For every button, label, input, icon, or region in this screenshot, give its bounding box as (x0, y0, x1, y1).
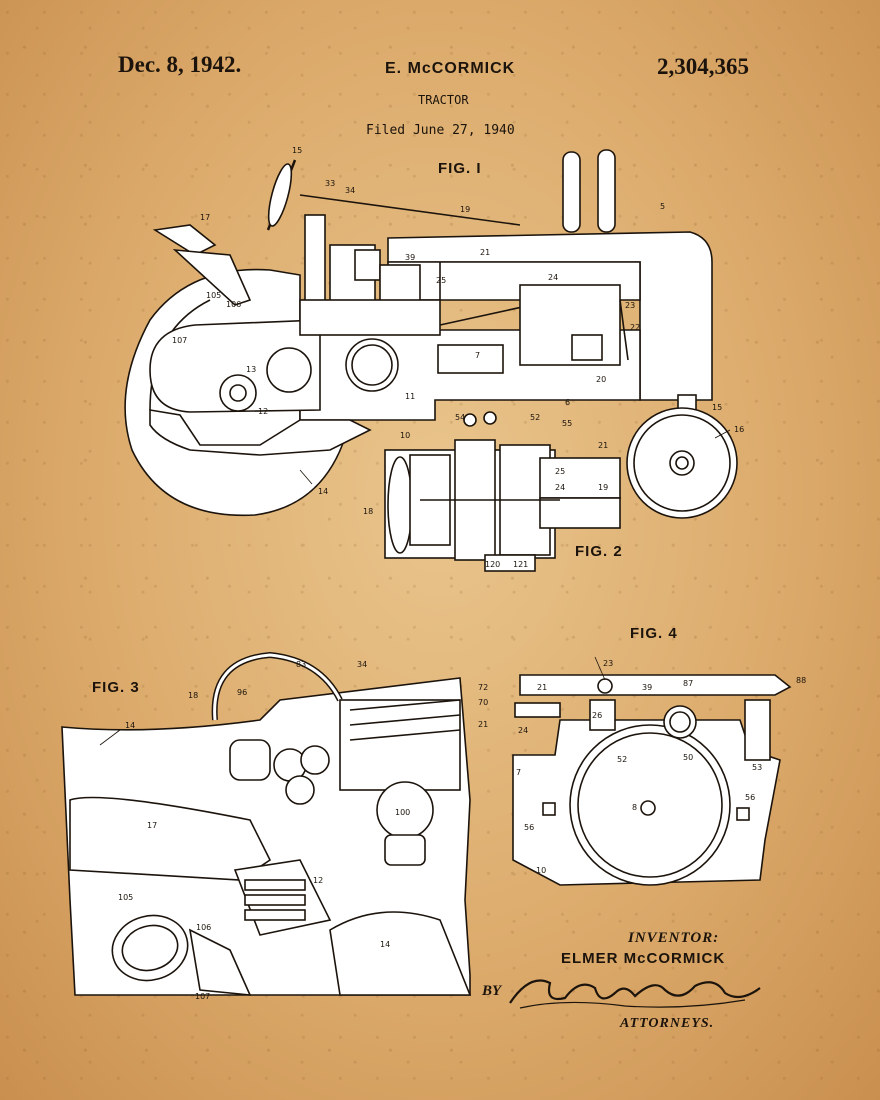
svg-text:120: 120 (485, 560, 500, 569)
svg-text:14: 14 (380, 940, 390, 949)
svg-text:105: 105 (118, 893, 133, 902)
svg-text:105: 105 (206, 291, 221, 300)
svg-text:55: 55 (562, 419, 572, 428)
svg-text:39: 39 (642, 683, 652, 692)
svg-text:7: 7 (475, 351, 480, 360)
svg-text:25: 25 (555, 467, 565, 476)
svg-text:107: 107 (195, 992, 210, 1001)
inventor-name: ELMER McCORMICK (561, 950, 726, 967)
svg-text:5: 5 (660, 202, 665, 211)
svg-text:21: 21 (480, 248, 490, 257)
svg-text:33: 33 (325, 179, 335, 188)
svg-text:83: 83 (296, 660, 306, 669)
svg-text:34: 34 (345, 186, 355, 195)
svg-text:100: 100 (395, 808, 410, 817)
svg-text:26: 26 (592, 711, 602, 720)
fig1-tractor-drawing (124, 149, 738, 519)
svg-text:88: 88 (796, 676, 806, 685)
svg-text:19: 19 (598, 483, 608, 492)
svg-text:18: 18 (363, 507, 373, 516)
fig1-label: FIG. I (438, 160, 482, 177)
svg-text:17: 17 (147, 821, 157, 830)
fig2-control-drawing (384, 411, 621, 572)
svg-text:24: 24 (518, 726, 528, 735)
svg-text:20: 20 (596, 375, 606, 384)
svg-text:24: 24 (548, 273, 558, 282)
svg-text:25: 25 (436, 276, 446, 285)
svg-text:15: 15 (292, 146, 302, 155)
svg-text:54: 54 (455, 413, 465, 422)
svg-text:11: 11 (405, 392, 415, 401)
fig4-label: FIG. 4 (630, 625, 678, 642)
svg-text:15: 15 (712, 403, 722, 412)
svg-text:17: 17 (200, 213, 210, 222)
svg-text:121: 121 (513, 560, 528, 569)
patent-number: 2,304,365 (657, 54, 749, 79)
by-label: BY (482, 983, 502, 999)
svg-text:23: 23 (603, 659, 613, 668)
svg-text:72: 72 (478, 683, 488, 692)
patent-subject: TRACTOR (418, 93, 469, 107)
attorney-signature (509, 979, 761, 1009)
fig3-perspective-drawing (61, 651, 472, 996)
svg-text:10: 10 (400, 431, 410, 440)
svg-text:22: 22 (630, 323, 640, 332)
svg-text:7: 7 (516, 768, 521, 777)
svg-text:23: 23 (625, 301, 635, 310)
svg-text:50: 50 (683, 753, 693, 762)
svg-text:52: 52 (617, 755, 627, 764)
svg-text:87: 87 (683, 679, 693, 688)
svg-text:13: 13 (246, 365, 256, 374)
svg-text:18: 18 (188, 691, 198, 700)
svg-text:56: 56 (745, 793, 755, 802)
svg-text:19: 19 (460, 205, 470, 214)
inventor-label: INVENTOR: (628, 930, 720, 946)
svg-text:21: 21 (478, 720, 488, 729)
inventor-heading: E. McCORMICK (385, 60, 516, 77)
fig2-label: FIG. 2 (575, 543, 623, 560)
fig3-label: FIG. 3 (92, 679, 140, 696)
svg-text:24: 24 (555, 483, 565, 492)
svg-text:8: 8 (632, 803, 637, 812)
svg-text:14: 14 (125, 721, 135, 730)
svg-text:21: 21 (598, 441, 608, 450)
patent-date: Dec. 8, 1942. (118, 52, 242, 77)
svg-text:14: 14 (318, 487, 328, 496)
svg-text:107: 107 (172, 336, 187, 345)
filed-date: Filed June 27, 1940 (366, 123, 515, 138)
svg-text:52: 52 (530, 413, 540, 422)
svg-text:70: 70 (478, 698, 488, 707)
svg-text:106: 106 (196, 923, 211, 932)
svg-text:53: 53 (752, 763, 762, 772)
leader-lines (99, 429, 731, 746)
svg-text:21: 21 (537, 683, 547, 692)
attorneys-label: ATTORNEYS. (620, 1016, 715, 1031)
fig4-housing-drawing (512, 674, 792, 886)
svg-text:106: 106 (226, 300, 241, 309)
svg-text:10: 10 (536, 866, 546, 875)
svg-text:16: 16 (734, 425, 744, 434)
svg-text:39: 39 (405, 253, 415, 262)
svg-text:6: 6 (565, 398, 570, 407)
svg-text:34: 34 (357, 660, 367, 669)
svg-text:96: 96 (237, 688, 247, 697)
svg-text:56: 56 (524, 823, 534, 832)
svg-text:12: 12 (258, 407, 268, 416)
svg-text:12: 12 (313, 876, 323, 885)
